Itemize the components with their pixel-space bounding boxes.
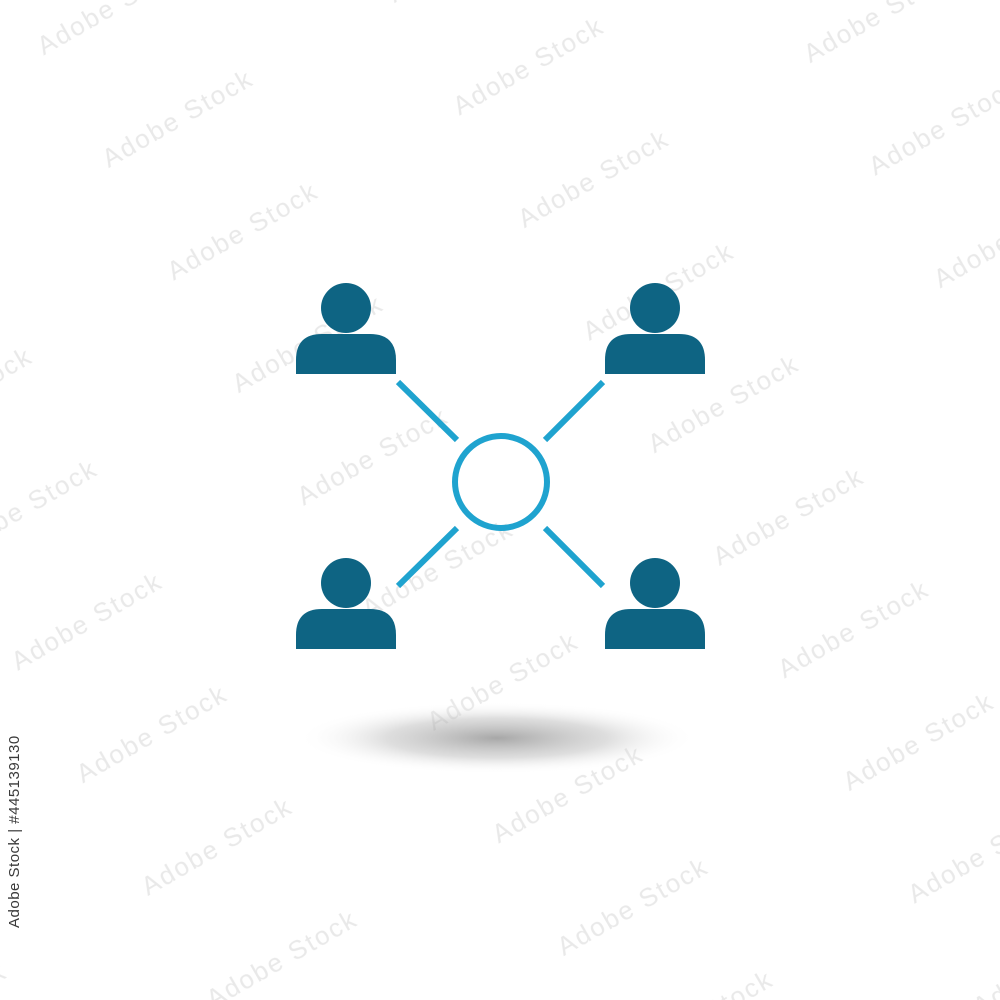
connector-lines bbox=[395, 379, 606, 589]
connector-line-top-right bbox=[542, 379, 606, 443]
connector-line-bottom-right bbox=[542, 525, 606, 589]
connector-line-bottom-left bbox=[395, 525, 460, 589]
person-icon-bottom-left bbox=[296, 558, 396, 649]
stock-id-label: Adobe Stock | #445139130 bbox=[6, 735, 23, 928]
person-icon-top-right bbox=[605, 283, 705, 374]
person-icon-bottom-right bbox=[605, 558, 705, 649]
hub-ring-icon bbox=[452, 433, 550, 531]
person-icon-top-left bbox=[296, 283, 396, 374]
ground-shadow bbox=[297, 702, 697, 774]
connector-line-top-left bbox=[395, 379, 460, 443]
